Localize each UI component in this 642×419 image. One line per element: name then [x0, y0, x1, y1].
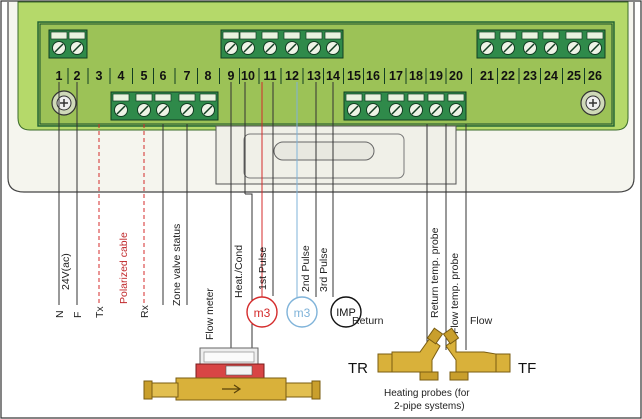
terminal-number: 4	[118, 69, 125, 83]
terminal-number: 14	[326, 69, 340, 83]
probes-caption-line1: Heating probes (for	[384, 388, 470, 399]
terminal-number: 22	[501, 69, 515, 83]
imp-label: IMP	[336, 307, 356, 319]
terminal-number: 18	[409, 69, 423, 83]
terminal-screw[interactable]	[480, 41, 494, 55]
terminal-screw[interactable]	[429, 103, 443, 117]
return-label: Return	[352, 315, 384, 327]
terminal-number: 8	[205, 69, 212, 83]
label-flow-meter: Flow meter	[204, 288, 216, 340]
mount-screw-left	[51, 90, 77, 116]
terminal-screw[interactable]	[180, 103, 194, 117]
terminal-number: 6	[160, 69, 167, 83]
terminal-screw[interactable]	[224, 41, 238, 55]
label-return-probe: Return temp. probe	[429, 227, 441, 318]
meter-m3-blue: m3	[286, 296, 318, 328]
terminal-block-21-26	[476, 29, 606, 59]
label-n: N	[54, 310, 66, 318]
terminal-screw[interactable]	[114, 103, 128, 117]
terminal-number: 5	[141, 69, 148, 83]
terminal-number: 11	[263, 69, 276, 83]
terminal-number: 17	[389, 69, 403, 83]
terminal-screw[interactable]	[523, 41, 537, 55]
label-zone-valve: Zone valve status	[171, 224, 183, 306]
terminal-screw[interactable]	[137, 103, 151, 117]
terminal-screw[interactable]	[307, 41, 321, 55]
terminal-screw[interactable]	[326, 41, 340, 55]
terminal-number: 1	[56, 69, 63, 83]
terminal-block-15-20	[343, 91, 467, 121]
terminal-blocks	[48, 29, 606, 121]
mount-screw-right	[580, 90, 606, 116]
terminal-number: 2	[74, 69, 81, 83]
terminal-number: 20	[449, 69, 463, 83]
terminal-number: 23	[523, 69, 537, 83]
terminal-number: 12	[285, 69, 299, 83]
terminal-number: 9	[228, 69, 235, 83]
label-tx: Tx	[94, 306, 106, 318]
terminal-block-1-2	[48, 29, 88, 59]
terminal-number: 10	[241, 69, 255, 83]
wire-labels: N F 24V(ac) Tx Rx Polarized cable Zone v…	[54, 224, 461, 340]
tf-label: TF	[518, 360, 536, 377]
terminal-number: 25	[567, 69, 581, 83]
m3-blue-label: m3	[294, 306, 311, 320]
label-heat-cond: Heat./Cond	[233, 245, 245, 298]
label-pulse-1: 1st Pulse	[257, 247, 269, 290]
label-pulse-2: 2nd Pulse	[300, 245, 312, 292]
terminal-number: 3	[96, 69, 103, 83]
label-flow-probe: Flow temp. probe	[449, 253, 461, 334]
label-pulse-3: 3rd Pulse	[318, 247, 330, 292]
terminal-screw[interactable]	[409, 103, 423, 117]
terminal-number: 19	[429, 69, 443, 83]
flow-probe-illustration	[442, 327, 511, 381]
m3-red-label: m3	[254, 306, 271, 320]
terminal-screw[interactable]	[201, 103, 215, 117]
terminal-screw[interactable]	[449, 103, 463, 117]
terminal-screw[interactable]	[52, 41, 66, 55]
terminal-number: 26	[588, 69, 602, 83]
terminal-screw[interactable]	[263, 41, 277, 55]
wires	[58, 82, 467, 350]
terminal-block-9-14	[220, 29, 344, 59]
meter-imp: IMP	[330, 296, 362, 328]
return-probe-illustration	[377, 327, 444, 381]
terminal-number: 15	[347, 69, 361, 83]
terminal-screw[interactable]	[70, 41, 84, 55]
terminal-screw[interactable]	[156, 103, 170, 117]
terminal-screw[interactable]	[544, 41, 558, 55]
terminal-screw[interactable]	[347, 103, 361, 117]
probes-caption-line2: 2-pipe systems)	[394, 401, 465, 412]
cable-slot	[273, 141, 375, 161]
terminal-number: 24	[544, 69, 558, 83]
terminal-screw[interactable]	[285, 41, 299, 55]
tr-label: TR	[348, 360, 368, 377]
terminal-screw[interactable]	[366, 103, 380, 117]
meter-m3-red: m3	[246, 296, 278, 328]
flow-meter-illustration	[143, 347, 321, 401]
label-rx: Rx	[139, 304, 151, 318]
terminal-screw[interactable]	[567, 41, 581, 55]
terminal-number: 16	[366, 69, 380, 83]
label-supply: 24V(ac)	[60, 253, 72, 290]
terminal-screw[interactable]	[389, 103, 403, 117]
terminal-screw[interactable]	[501, 41, 515, 55]
terminal-number: 7	[184, 69, 191, 83]
label-polarized-cable: Polarized cable	[118, 232, 130, 304]
terminal-number: 21	[480, 69, 494, 83]
flow-label: Flow	[470, 315, 493, 327]
terminal-screw[interactable]	[588, 41, 602, 55]
terminal-number: 13	[307, 69, 321, 83]
terminal-screw[interactable]	[241, 41, 255, 55]
label-f: F	[72, 312, 84, 318]
terminal-block-3-8	[110, 91, 219, 121]
